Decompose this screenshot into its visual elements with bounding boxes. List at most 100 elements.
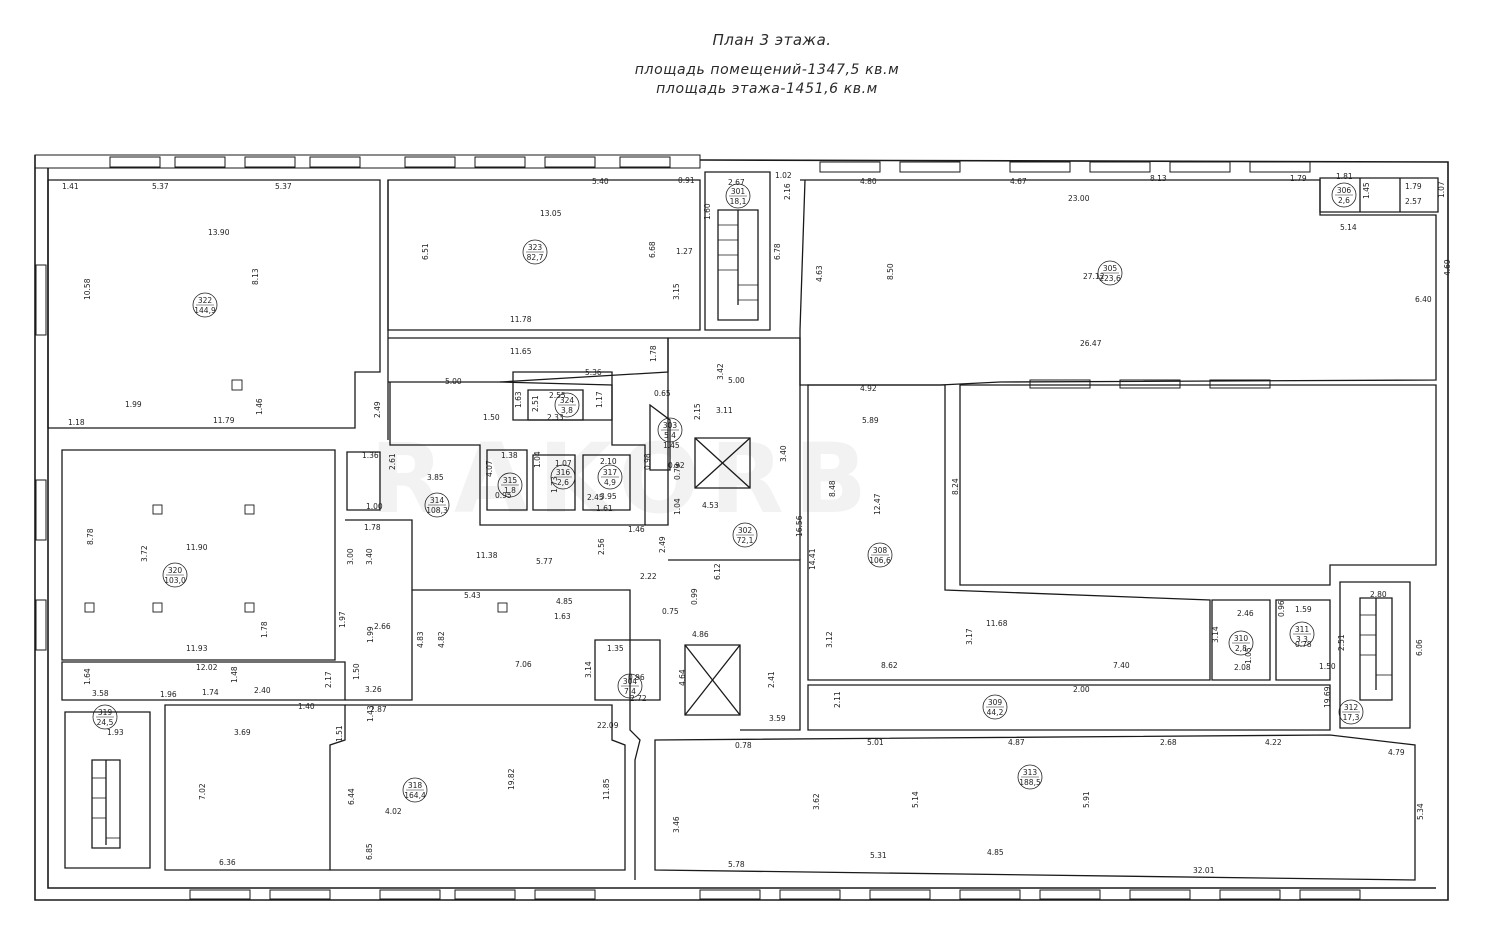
window-openings <box>35 156 1361 900</box>
dimension-label: 4.82 <box>437 631 446 648</box>
dimension-label: 1.07 <box>555 459 572 468</box>
room-area: 5,4 <box>664 431 676 440</box>
room-number: 316 <box>556 468 571 477</box>
dimension-label: 2.51 <box>531 395 540 412</box>
dimension-label: 3.72 <box>140 545 149 562</box>
dimension-label: 8.78 <box>86 528 95 545</box>
dimension-label: 1.63 <box>514 391 523 408</box>
dimension-label: 1.07 <box>1437 181 1446 198</box>
dimension-label: 1.81 <box>1336 172 1353 181</box>
columns <box>84 379 508 613</box>
dimension-label: 11.68 <box>986 619 1008 628</box>
room-number: 314 <box>430 496 445 505</box>
dimension-label: 5.31 <box>870 851 887 860</box>
dimension-label: 4.85 <box>556 597 573 606</box>
dimension-label: 6.40 <box>1415 295 1432 304</box>
room-marker <box>1331 182 1357 208</box>
dimension-label: 0.96 <box>628 673 645 682</box>
dimension-label: 0.98 <box>643 453 652 470</box>
room-number: 313 <box>1023 768 1038 777</box>
room-number: 309 <box>988 698 1003 707</box>
room-area: 223,6 <box>1099 274 1121 283</box>
dimension-label: 1.41 <box>62 182 79 191</box>
dimension-label: 2.68 <box>1160 738 1177 747</box>
dimension-label: 4.67 <box>1010 177 1027 186</box>
dimension-label: 4.79 <box>1388 748 1405 757</box>
room-marker <box>1017 764 1043 790</box>
dimension-label: 11.85 <box>602 778 611 800</box>
room-area: 106,6 <box>869 556 891 565</box>
dimension-label: 1.46 <box>628 525 645 534</box>
dimension-label: 6.68 <box>648 241 657 258</box>
dimension-label: 14.41 <box>808 548 817 570</box>
dimension-label: 1.60 <box>703 203 712 220</box>
dimension-label: 2.80 <box>1370 590 1387 599</box>
dimension-label: 1.96 <box>160 690 177 699</box>
room-marker <box>424 492 450 518</box>
dimension-label: 5.14 <box>911 791 920 808</box>
dimension-label: 4.80 <box>860 177 877 186</box>
room-marker <box>597 464 623 490</box>
dimension-label: 1.64 <box>83 668 92 685</box>
dimension-label: 2.33 <box>547 413 564 422</box>
dimension-label: 3.26 <box>365 685 382 694</box>
dimension-label: 4.69 <box>1443 259 1452 276</box>
dimension-label: 2.45 <box>587 493 604 502</box>
dimension-label: 1.59 <box>1295 605 1312 614</box>
dimension-label: 0.96 <box>1277 600 1286 617</box>
dimension-label: 1.50 <box>352 663 361 680</box>
room-marker <box>982 694 1008 720</box>
dimension-label: 13.05 <box>540 209 562 218</box>
dimension-label: 0.79 <box>673 463 682 480</box>
dimension-label: 4.85 <box>987 848 1004 857</box>
dimension-label: 2.15 <box>693 403 702 420</box>
dimension-label: 2.87 <box>370 705 387 714</box>
dimension-label: 26.47 <box>1080 339 1102 348</box>
dimension-label: 1.78 <box>649 345 658 362</box>
room-area: 24,5 <box>97 718 114 727</box>
dimension-label: 1.45 <box>1362 182 1371 199</box>
room-number: 319 <box>98 708 113 717</box>
dimension-label: 1.27 <box>676 247 693 256</box>
room-marker <box>1338 699 1364 725</box>
dimension-label: 5.91 <box>1082 791 1091 808</box>
dimension-label: 2.11 <box>833 691 842 708</box>
dimension-label: 2.57 <box>1405 197 1422 206</box>
dimension-label: 1.97 <box>338 611 347 628</box>
dimension-label: 3.00 <box>346 548 355 565</box>
dimension-label: 5.00 <box>445 377 462 386</box>
dimension-label: 6.36 <box>219 858 236 867</box>
dimension-label: 1.17 <box>595 391 604 408</box>
dimension-label: 1.74 <box>202 688 219 697</box>
dimension-label: 0.95 <box>495 491 512 500</box>
dimension-label: 1.51 <box>335 725 344 742</box>
dimension-label: 2.66 <box>374 622 391 631</box>
dimension-label: 8.62 <box>881 661 898 670</box>
dimension-label: 3.14 <box>584 661 593 678</box>
room-marker <box>92 704 118 730</box>
dimension-label: 1.00 <box>366 502 383 511</box>
room-number: 311 <box>1295 625 1310 634</box>
dimension-label: 0.78 <box>1295 640 1312 649</box>
dimension-label: 1.18 <box>68 418 85 427</box>
room-area: 188,5 <box>1019 778 1041 787</box>
dimension-label: 2.56 <box>597 538 606 555</box>
dimension-label: 1.50 <box>483 413 500 422</box>
room-number: 310 <box>1234 634 1249 643</box>
dimension-label: 0.91 <box>678 176 695 185</box>
dimension-label: 5.37 <box>152 182 169 191</box>
dimension-label: 8.24 <box>951 478 960 495</box>
dimension-label: 2.61 <box>388 453 397 470</box>
dimension-label: 1.38 <box>501 451 518 460</box>
dimension-label: 4.02 <box>385 807 402 816</box>
dimension-label: 1.04 <box>533 451 542 468</box>
dimension-label: 13.90 <box>208 228 230 237</box>
dimension-label: 2.49 <box>373 401 382 418</box>
